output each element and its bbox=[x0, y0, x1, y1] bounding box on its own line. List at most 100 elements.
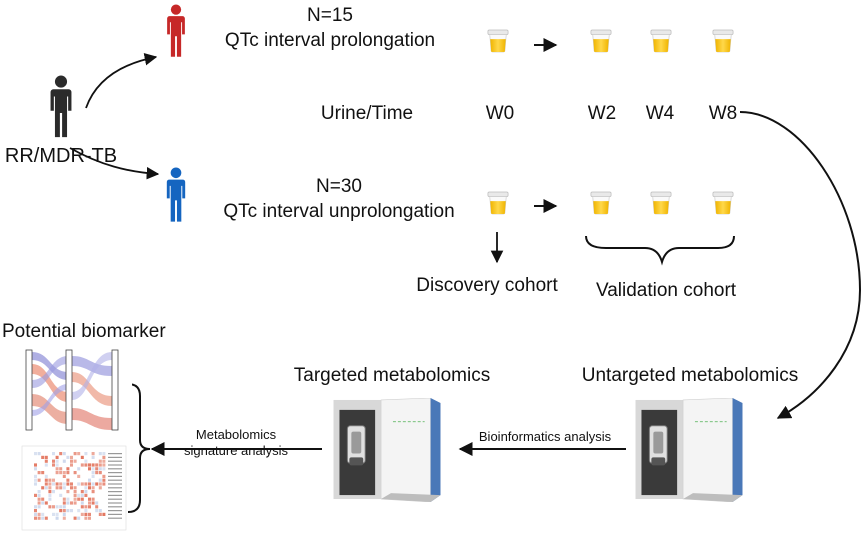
heatmap-cell bbox=[37, 516, 41, 520]
heatmap-cell bbox=[80, 490, 84, 494]
urine-cup-icon bbox=[590, 191, 612, 215]
prolonged-count: N=15 bbox=[307, 5, 353, 26]
unprolonged-person-icon bbox=[166, 167, 186, 222]
unprolonged-label: QTc interval unprolongation bbox=[223, 201, 455, 222]
heatmap-cell bbox=[95, 509, 99, 513]
heatmap-cell bbox=[34, 452, 37, 456]
heatmap-cell bbox=[55, 455, 59, 459]
heatmap-cell bbox=[55, 516, 59, 520]
heatmap-cell bbox=[55, 471, 59, 475]
heatmap-cell bbox=[55, 486, 59, 490]
heatmap-cell bbox=[55, 482, 59, 486]
heatmap-row-label bbox=[108, 513, 122, 515]
heatmap-cell bbox=[37, 478, 41, 482]
heatmap-cell bbox=[77, 493, 81, 497]
heatmap-cell bbox=[41, 471, 45, 475]
heatmap-cell bbox=[95, 467, 99, 471]
heatmap-cell bbox=[88, 478, 91, 482]
prolonged-label: QTc interval prolongation bbox=[224, 30, 436, 51]
heatmap-cell bbox=[88, 463, 91, 467]
heatmap-row-label bbox=[108, 464, 122, 466]
heatmap-cell bbox=[70, 482, 73, 486]
heatmap-cell bbox=[41, 486, 45, 490]
heatmap-cell bbox=[95, 505, 99, 509]
heatmap-cell bbox=[84, 505, 88, 509]
heatmap-cell bbox=[44, 486, 48, 490]
heatmap-row-label bbox=[108, 456, 122, 458]
heatmap-cell bbox=[66, 509, 70, 513]
heatmap-cell bbox=[80, 493, 84, 497]
heatmap-cell bbox=[34, 463, 37, 467]
heatmap-cell bbox=[52, 505, 55, 509]
validation-cohort-label: Validation cohort bbox=[595, 280, 737, 301]
urine-cup-icon bbox=[590, 29, 612, 53]
heatmap-cell bbox=[88, 486, 91, 490]
heatmap-cell bbox=[91, 471, 95, 475]
signature-analysis-label-line2: signature analysis bbox=[183, 443, 289, 458]
week-label: W2 bbox=[587, 103, 617, 124]
arrow-to-unprolonged-icon bbox=[69, 147, 160, 180]
heatmap-cell bbox=[52, 459, 55, 463]
sankey-chart-thumbnail bbox=[20, 348, 132, 436]
heatmap-cell bbox=[62, 486, 66, 490]
heatmap-cell bbox=[37, 501, 41, 505]
heatmap-cell bbox=[62, 497, 66, 501]
heatmap-cell bbox=[66, 490, 70, 494]
heatmap-row-label bbox=[108, 517, 122, 519]
heatmap-cell bbox=[80, 501, 84, 505]
heatmap-cell bbox=[34, 478, 37, 482]
heatmap-cell bbox=[77, 467, 81, 471]
heatmap-cell bbox=[34, 505, 37, 509]
heatmap-cell bbox=[80, 463, 84, 467]
heatmap-cell bbox=[59, 482, 63, 486]
heatmap-row-label bbox=[108, 494, 122, 496]
signature-analysis-label-line1: Metabolomics bbox=[195, 427, 277, 442]
heatmap-cell bbox=[84, 512, 88, 516]
heatmap-cell bbox=[41, 455, 45, 459]
heatmap-cell bbox=[55, 459, 59, 463]
untargeted-mass-spectrometer-icon bbox=[635, 398, 744, 502]
heatmap-cell bbox=[48, 505, 52, 509]
heatmap-cell bbox=[52, 490, 55, 494]
heatmap-row-label bbox=[108, 460, 122, 462]
heatmap-cell bbox=[95, 482, 99, 486]
heatmap-cell bbox=[98, 471, 102, 475]
heatmap-cell bbox=[44, 516, 48, 520]
heatmap-cell bbox=[73, 471, 77, 475]
heatmap-cell bbox=[48, 493, 52, 497]
heatmap-row-label bbox=[108, 479, 122, 481]
heatmap-cell bbox=[62, 512, 66, 516]
biomarker-bracket-icon bbox=[127, 383, 151, 513]
heatmap-cell bbox=[48, 478, 52, 482]
heatmap-cell bbox=[44, 474, 48, 478]
heatmap-cell bbox=[37, 490, 41, 494]
heatmap-cell bbox=[34, 467, 37, 471]
validation-brace-icon bbox=[585, 235, 735, 266]
heatmap-cell bbox=[41, 512, 45, 516]
heatmap-row-label bbox=[108, 498, 122, 500]
heatmap-row-label bbox=[108, 453, 122, 455]
heatmap-cell bbox=[80, 482, 84, 486]
arrow-to-prolonged-icon bbox=[85, 52, 158, 109]
heatmap-cell bbox=[44, 463, 48, 467]
heatmap-cell bbox=[44, 455, 48, 459]
heatmap-cell bbox=[84, 493, 88, 497]
heatmap-cell bbox=[55, 512, 59, 516]
heatmap-cell bbox=[102, 482, 106, 486]
heatmap-cell bbox=[95, 501, 99, 505]
heatmap-cell bbox=[91, 482, 95, 486]
week-label: W4 bbox=[645, 103, 675, 124]
heatmap-cell bbox=[52, 478, 55, 482]
heatmap-cell bbox=[102, 512, 106, 516]
heatmap-cell bbox=[91, 452, 95, 456]
heatmap-cell bbox=[48, 482, 52, 486]
heatmap-cell bbox=[91, 467, 95, 471]
heatmap-cell bbox=[102, 455, 106, 459]
heatmap-cell bbox=[55, 463, 59, 467]
heatmap-cell bbox=[73, 459, 77, 463]
targeted-metabolomics-label: Targeted metabolomics bbox=[293, 365, 491, 386]
heatmap-cell bbox=[95, 471, 99, 475]
heatmap-cell bbox=[91, 455, 95, 459]
heatmap-cell bbox=[48, 497, 52, 501]
heatmap-cell bbox=[66, 478, 70, 482]
